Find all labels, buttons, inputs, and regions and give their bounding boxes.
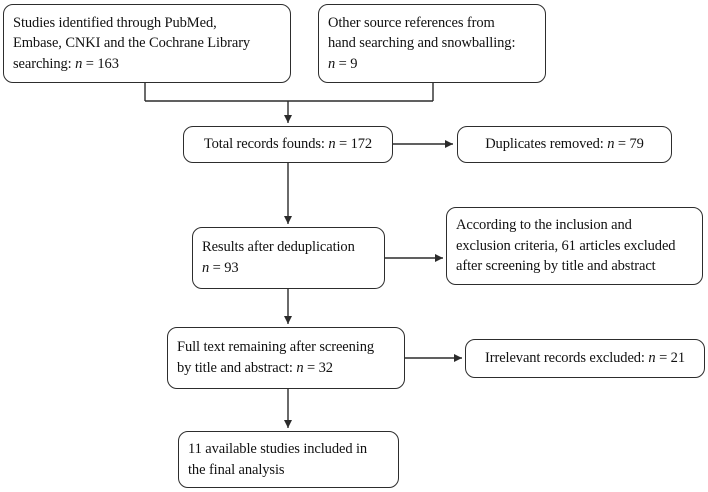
node-text-line: Studies identified through PubMed, [13, 14, 217, 31]
node-results-after-dedup: Results after deduplication n = 93 [192, 227, 385, 289]
node-text-line: after screening by title and abstract [456, 258, 656, 275]
stat-n-symbol: n [328, 55, 336, 72]
node-total-records: Total records founds: n = 172 [183, 126, 393, 163]
node-text-line: Total records founds: n = 172 [203, 136, 373, 153]
node-text-line: the final analysis [188, 461, 285, 478]
node-text-line: searching: n = 163 [13, 55, 119, 72]
node-excluded-by-criteria: According to the inclusion and exclusion… [446, 207, 703, 285]
node-text-line: n = 93 [202, 260, 239, 276]
node-text-line: Full text remaining after screening [177, 339, 375, 356]
node-text-line: by title and abstract: n = 32 [177, 360, 333, 376]
stat-n-symbol: n [296, 360, 304, 376]
node-duplicates-removed: Duplicates removed: n = 79 [457, 126, 672, 163]
node-full-text-remaining: Full text remaining after screening by t… [167, 327, 405, 389]
node-text-line: hand searching and snowballing: [328, 35, 516, 52]
node-text-line: exclusion criteria, 61 articles excluded [456, 237, 676, 254]
stat-n-symbol: n [202, 260, 210, 276]
node-other-sources: Other source references from hand search… [318, 4, 546, 83]
node-text-line: n = 9 [328, 55, 358, 72]
node-text-line: Irrelevant records excluded: n = 21 [485, 350, 685, 367]
stat-n-symbol: n [75, 55, 83, 72]
node-studies-identified: Studies identified through PubMed, Embas… [3, 4, 291, 83]
node-irrelevant-excluded: Irrelevant records excluded: n = 21 [465, 339, 705, 378]
node-text-line: According to the inclusion and [456, 217, 632, 234]
node-text-line: Embase, CNKI and the Cochrane Library [13, 35, 251, 52]
stat-n-symbol: n [328, 136, 336, 153]
node-text-line: Duplicates removed: n = 79 [485, 136, 644, 153]
node-text-line: 11 available studies included in [188, 440, 368, 457]
stat-n-symbol: n [648, 350, 656, 367]
node-text-line: Results after deduplication [202, 239, 355, 256]
node-text-line: Other source references from [328, 14, 495, 31]
stat-n-symbol: n [607, 136, 615, 153]
node-included-final: 11 available studies included in the fin… [178, 431, 399, 488]
